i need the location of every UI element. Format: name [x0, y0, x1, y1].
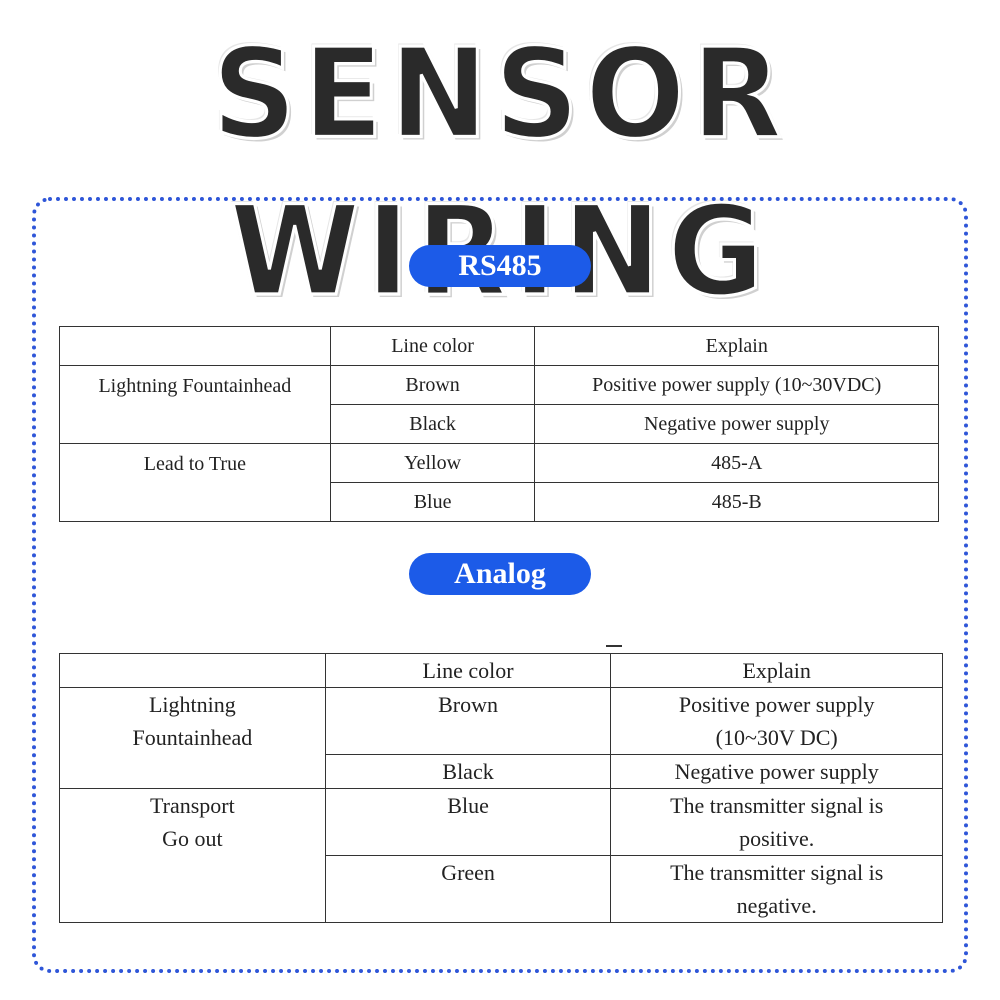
explain-line: positive.: [739, 826, 815, 851]
line-color-cell: Blue: [324, 788, 612, 856]
explain-cell: Negative power supply: [610, 754, 943, 789]
table-row: Lead to True Yellow 485-A: [59, 443, 939, 522]
header-cell-explain: Explain: [610, 653, 943, 688]
group-name-line: Lightning: [148, 692, 236, 717]
explain-cell: The transmitter signal is positive.: [610, 788, 943, 856]
analog-section-label: Analog: [409, 553, 591, 595]
content-frame: [32, 197, 968, 973]
explain-cell: Positive power supply (10~30VDC): [534, 365, 939, 405]
table-row: Black Negative power supply: [60, 404, 939, 444]
line-color-cell: Brown: [324, 687, 612, 755]
line-color-cell: Brown: [329, 365, 536, 405]
group-name-line: Go out: [162, 826, 223, 851]
table-header-row: Line color Explain: [59, 653, 943, 688]
group-name-cell: Lightning Fountainhead: [59, 365, 331, 444]
line-color-cell: Black: [324, 754, 612, 789]
explain-line: (10~30V DC): [715, 725, 838, 750]
table-row: Lightning Fountainhead Brown Positive po…: [59, 687, 943, 789]
header-cell-line-color: Line color: [329, 326, 536, 366]
table-row: Black Negative power supply: [60, 754, 943, 789]
rs485-table: Line color Explain Lightning Fountainhea…: [59, 326, 939, 522]
explain-line: negative.: [736, 893, 817, 918]
explain-cell: Positive power supply (10~30V DC): [610, 687, 943, 755]
explain-line: The transmitter signal is: [670, 860, 884, 885]
table-row: Green The transmitter signal is negative…: [60, 855, 943, 923]
explain-line: The transmitter signal is: [670, 793, 884, 818]
line-color-cell: Blue: [329, 482, 536, 522]
explain-cell: 485-A: [534, 443, 939, 483]
explain-line: Negative power supply: [674, 759, 879, 784]
explain-cell: Negative power supply: [534, 404, 939, 444]
analog-table: Line color Explain Lightning Fountainhea…: [59, 653, 943, 923]
line-color-cell: Green: [324, 855, 612, 923]
header-cell-explain: Explain: [534, 326, 939, 366]
group-name-cell: Transport Go out: [59, 788, 326, 923]
group-name-cell: Lead to True: [59, 443, 331, 522]
line-color-cell: Black: [329, 404, 536, 444]
header-cell-line-color: Line color: [324, 653, 612, 688]
table-header-row: Line color Explain: [59, 326, 939, 366]
stray-mark: [606, 645, 622, 647]
line-color-cell: Yellow: [329, 443, 536, 483]
table-row: Transport Go out Blue The transmitter si…: [59, 788, 943, 923]
rs485-section-label: RS485: [409, 245, 591, 287]
explain-line: Positive power supply: [678, 692, 875, 717]
table-row: Blue 485-B: [60, 482, 939, 522]
header-cell-blank: [59, 653, 326, 688]
explain-cell: The transmitter signal is negative.: [610, 855, 943, 923]
header-cell-blank: [59, 326, 331, 366]
explain-cell: 485-B: [534, 482, 939, 522]
group-name-line: Fountainhead: [132, 725, 253, 750]
table-row: Lightning Fountainhead Brown Positive po…: [59, 365, 939, 444]
group-name-line: Transport: [149, 793, 235, 818]
group-name-cell: Lightning Fountainhead: [59, 687, 326, 789]
